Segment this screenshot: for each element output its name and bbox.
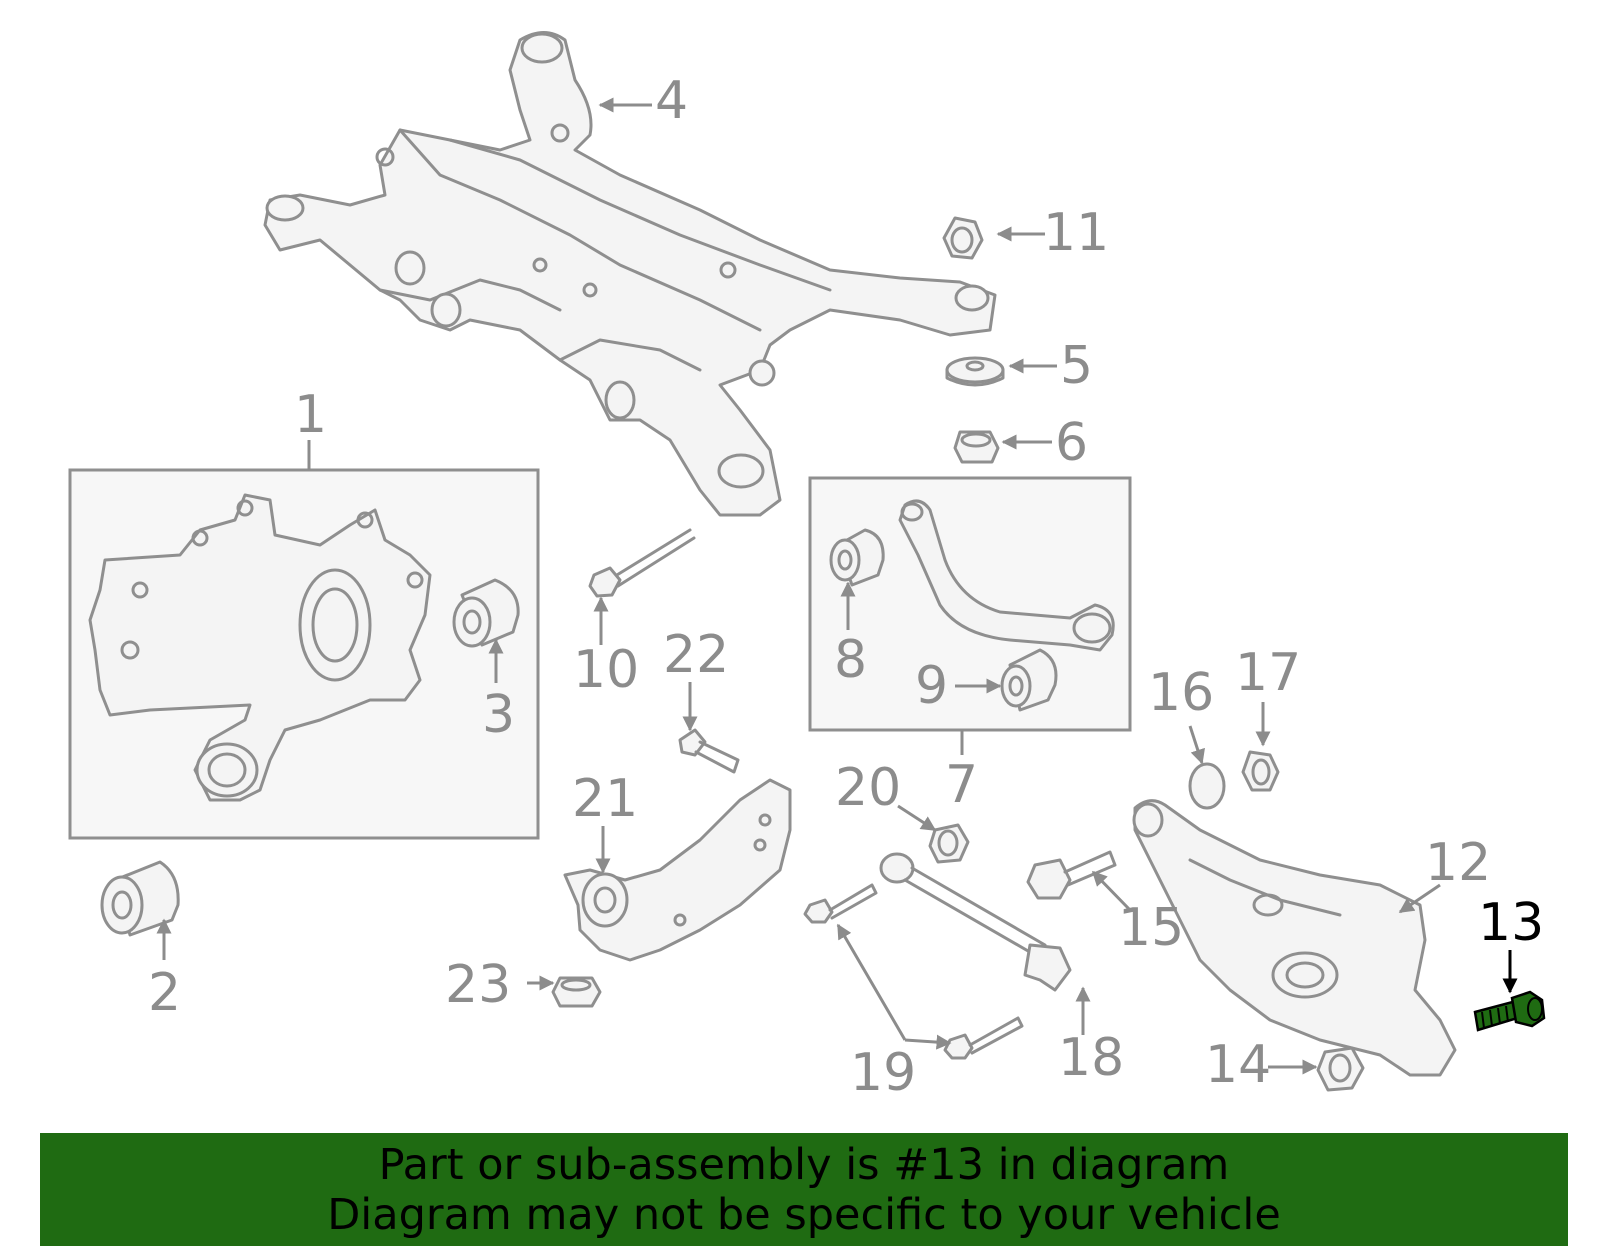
callout-11: 11 [1043,203,1109,263]
callout-15: 15 [1118,898,1184,958]
callout-17: 17 [1235,643,1301,703]
callout-2: 2 [148,963,181,1023]
callout-22: 22 [663,625,729,685]
callout-23: 23 [445,955,511,1015]
callout-6: 6 [1055,413,1088,473]
callout-5: 5 [1060,336,1093,396]
nut-part-6[interactable] [953,430,1000,464]
nut-part-14[interactable] [1316,1046,1365,1092]
callout-19: 19 [850,1043,916,1103]
callout-21: 21 [572,769,638,829]
callout-16: 16 [1148,663,1214,723]
bolt-part-10[interactable] [588,528,696,598]
callout-labels: 4 11 5 6 1 3 2 10 22 8 9 7 21 20 16 17 1… [148,71,1544,1103]
subframe-part-4[interactable] [263,31,997,517]
bushing-part-2[interactable] [100,860,180,937]
banner-line-disclaimer: Diagram may not be specific to your vehi… [327,1189,1281,1240]
callout-4: 4 [655,71,688,131]
info-banner: Part or sub-assembly is #13 in diagram D… [40,1133,1568,1246]
lower-control-arm-part-12[interactable] [1132,799,1457,1077]
callout-10: 10 [573,640,639,700]
nut-part-17[interactable] [1241,750,1280,792]
callout-12: 12 [1425,833,1491,893]
bolt-part-15[interactable] [1026,850,1117,900]
washer-part-16[interactable] [1188,762,1226,810]
bushing-part-9[interactable] [1000,648,1058,712]
toe-link-part-18[interactable] [879,852,1072,992]
bolt-part-19-upper[interactable] [803,883,878,924]
bolt-part-13-highlighted[interactable] [1473,990,1546,1032]
callout-1: 1 [294,385,327,445]
bushing-part-3[interactable] [452,578,520,648]
callout-18: 18 [1058,1028,1124,1088]
callout-13-highlighted: 13 [1478,893,1544,953]
bolt-part-22[interactable] [678,728,740,774]
callout-7: 7 [945,755,978,815]
leader-lines [156,97,1518,1075]
callout-14: 14 [1205,1035,1271,1095]
bolt-part-19-lower[interactable] [943,1016,1024,1060]
callout-8: 8 [834,630,867,690]
banner-line-part-number: Part or sub-assembly is #13 in diagram [378,1139,1230,1190]
nut-part-11[interactable] [942,216,984,260]
upper-arm-part-7[interactable] [898,499,1115,652]
washer-part-5[interactable] [945,356,1005,387]
callout-9: 9 [915,656,948,716]
knuckle-part-1[interactable] [88,493,432,802]
callout-20: 20 [835,758,901,818]
callout-3: 3 [482,685,515,745]
nut-part-23[interactable] [551,976,602,1008]
bushing-part-8[interactable] [829,528,885,587]
control-arm-part-21[interactable] [563,778,792,962]
nut-part-20[interactable] [928,823,970,864]
